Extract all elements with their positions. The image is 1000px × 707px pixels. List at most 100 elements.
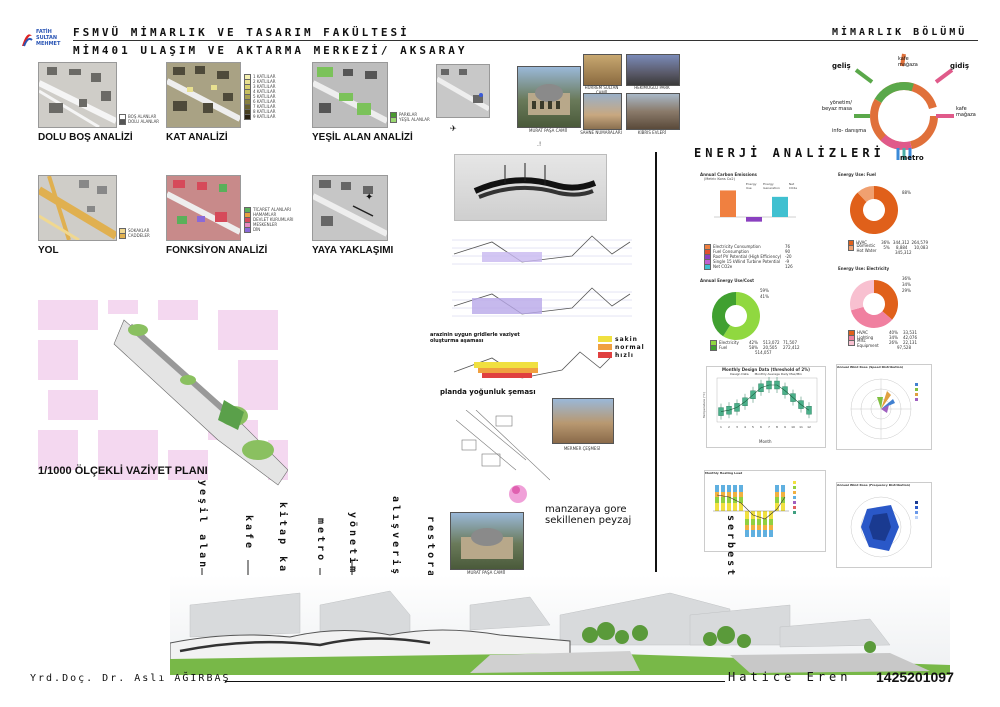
landscape-plan <box>455 409 551 506</box>
humidity-bar <box>721 497 725 503</box>
legend-item: 4 KATLILAR <box>253 89 276 94</box>
grid-diagram-graphic <box>452 287 632 317</box>
humidity-bar <box>763 519 767 525</box>
carbon-bar <box>720 190 736 217</box>
humidity-bar <box>715 497 719 503</box>
legend-value: 26% <box>889 340 898 345</box>
fonksiyon-title: FONKSİYON ANALİZİ <box>166 245 268 256</box>
monthly-tick-label: 3 <box>736 425 738 429</box>
humidity-bar <box>769 511 773 519</box>
caption: HÜRREM SULTAN CAMİİ <box>584 85 619 95</box>
diagram-label-gidis: gidiş <box>950 62 969 70</box>
carbon-panel: Annual Carbon Emissions (Metric Kons Co2… <box>700 172 800 272</box>
legend-value: 76 <box>785 244 791 249</box>
humidity-legend-swatch <box>793 491 796 494</box>
humidity-legend-swatch <box>793 506 796 509</box>
caption: MURAT PAŞA CAMİİ <box>529 128 567 133</box>
legend-item: 9 KATLILAR <box>253 114 276 119</box>
diagram-label-info: info- danışma <box>832 128 867 134</box>
monthly-xlabel: Month <box>759 439 772 444</box>
humidity-bar <box>751 525 755 530</box>
legend-total: 514,057 <box>755 350 772 355</box>
carbon-bar <box>746 217 762 222</box>
legend-item: SOKAKLAR <box>128 228 150 233</box>
humidity-bar <box>775 485 779 492</box>
electricity-pct: 34% <box>902 282 911 287</box>
legend-item: HVAC <box>857 330 868 335</box>
caption: HEKİMOĞLU PARK <box>634 85 670 90</box>
photo-building <box>626 93 680 130</box>
dolu-bos-map <box>38 62 117 128</box>
humidity-legend-swatch <box>793 501 796 504</box>
legend-item: 1 KATLILAR <box>253 74 276 79</box>
extra-map <box>436 64 490 118</box>
kat-title: KAT ANALİZİ <box>166 132 228 143</box>
diagram-label-gelis: geliş <box>832 62 851 70</box>
legend-item: 6 KATLILAR <box>253 99 276 104</box>
electricity-panel: Energy Use: Electricity 36% 34% 29% HVAC… <box>838 266 928 356</box>
yesil-legend: PARKLAR YEŞİL ALANLAR <box>390 111 430 123</box>
footer-advisor: Yrd.Doç. Dr. Aslı AĞIRBAŞ <box>30 673 231 684</box>
caption: MERMER ÇEŞMESİ <box>563 446 601 451</box>
legend-value: 40% <box>889 330 898 335</box>
monthly-ylabel: Temperature (°C) <box>701 392 706 418</box>
carbon-bar-chart <box>714 190 796 222</box>
yesil-map-graphic <box>313 63 387 127</box>
electricity-slice <box>850 280 874 311</box>
humidity-bar <box>745 519 749 525</box>
monthly-panel: Monthly Design Data (threshold of 2%) De… <box>702 366 826 448</box>
legend-value: 264,579 <box>911 240 928 245</box>
footer-student: Hatice Eren <box>728 670 852 684</box>
render-view <box>169 575 950 675</box>
column-divider <box>655 152 657 572</box>
cost-slice <box>723 292 760 340</box>
legend-item: DOLU ALANLAR <box>128 119 160 124</box>
site-plan-graphic <box>38 300 289 486</box>
footer-number: 1425201097 <box>876 669 954 685</box>
dolu-bos-title: DOLU BOŞ ANALİZİ <box>38 132 133 143</box>
department-title: MİMARLIK BÖLÜMÜ <box>832 27 968 38</box>
legend-value: 33,531 <box>903 330 917 335</box>
electricity-slice <box>850 306 893 328</box>
legend-item: Domestic Hot Water <box>856 242 877 253</box>
yol-map-graphic <box>39 176 116 240</box>
logo-mark-icon <box>22 34 33 47</box>
legend-value: 513,072 <box>763 340 780 345</box>
monthly-tick-label: 4 <box>744 425 746 429</box>
fuel-donut-chart <box>850 186 898 234</box>
yol-title: YOL <box>38 245 59 256</box>
density-legend-item: normal <box>615 343 645 351</box>
section-label: restoran <box>425 516 436 589</box>
humidity-bar <box>739 503 743 511</box>
wind-rose-speed-graphic <box>850 378 918 440</box>
density-legend: sakin normal hızlı <box>598 335 645 359</box>
humidity-bar <box>733 503 737 511</box>
legend-value: 22,131 <box>903 340 917 345</box>
legend-value: 42,076 <box>903 335 917 340</box>
humidity-bar <box>733 492 737 497</box>
render-graphic <box>169 575 950 675</box>
legend-value: 8,884 <box>896 245 908 250</box>
north-arrow-icon: ✈ <box>450 124 457 133</box>
humidity-bar <box>721 492 725 497</box>
monthly-box <box>806 406 812 415</box>
landscape-text: manzaraya gore sekillenen peyzaj <box>545 504 632 526</box>
yesil-map <box>312 62 388 128</box>
logo-line-2: SULTAN <box>36 35 58 41</box>
legend-value: 71,507 <box>783 340 797 345</box>
mark-text: .! <box>537 141 542 148</box>
legend-item: PARKLAR <box>399 112 418 117</box>
humidity-bar <box>745 530 749 537</box>
monthly-tick-label: 9 <box>784 425 786 429</box>
legend-item: 5 KATLILAR <box>253 94 276 99</box>
legend-item: DİN <box>253 227 261 232</box>
humidity-legend-swatch <box>793 481 796 484</box>
wind-speed-panel: Annual Wind Rose (Speed Distribution) <box>836 364 932 450</box>
humidity-bar <box>763 530 767 537</box>
legend-total: 345,312 <box>895 250 912 255</box>
legend-value: -9 <box>785 259 789 264</box>
header-rule <box>73 40 978 41</box>
section-label: alışveriş <box>390 496 401 578</box>
humidity-bar <box>757 525 761 530</box>
mosque-photo-graphic <box>528 84 570 115</box>
